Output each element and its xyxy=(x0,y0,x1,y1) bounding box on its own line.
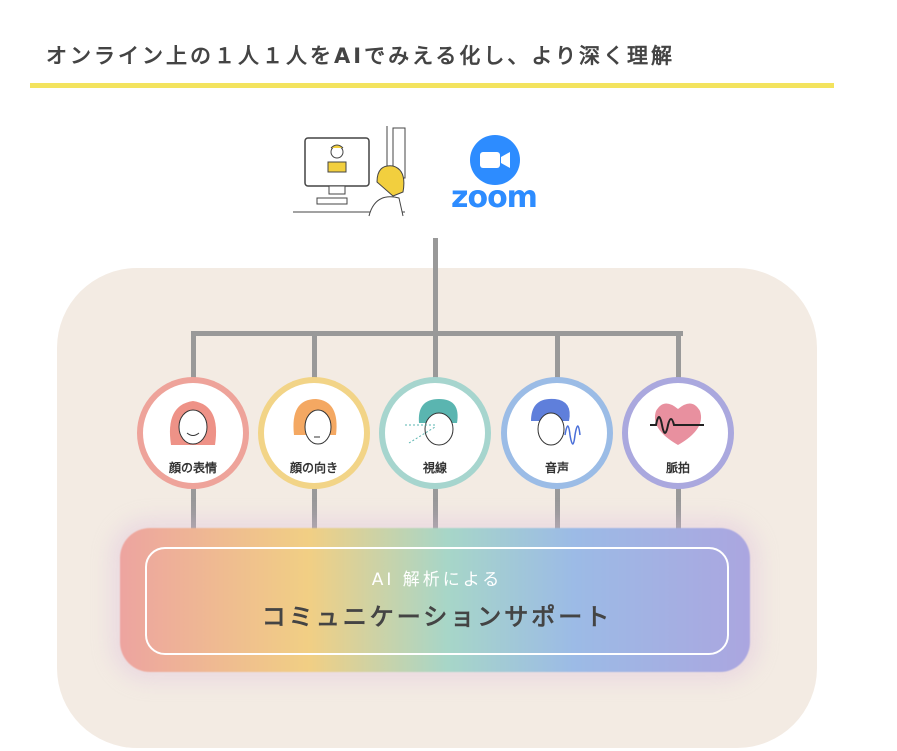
result-subtitle: AI 解析による xyxy=(371,570,503,590)
factor-facial-expression: 顔の表情 xyxy=(137,377,249,489)
smiling-face-icon xyxy=(169,401,217,445)
speaking-face-icon xyxy=(531,398,581,446)
face-direction-icon xyxy=(293,399,337,445)
result-banner xyxy=(120,528,750,672)
factor-face-direction: 顔の向き xyxy=(258,377,370,489)
result-title: コミュニケーションサポート xyxy=(261,603,613,631)
factor-label: 顔の向き xyxy=(289,461,338,475)
factor-voice: 音声 xyxy=(501,377,613,489)
zoom-camera-icon xyxy=(470,135,520,189)
heading-underline xyxy=(30,83,834,88)
page-heading: オンライン上の１人１人をAIでみえる化し、より深く理解 xyxy=(46,44,676,68)
factor-gaze: 視線 xyxy=(379,377,491,489)
zoom-logo: zoom xyxy=(451,180,538,215)
factor-pulse: 脈拍 xyxy=(622,377,734,489)
factor-label: 脈拍 xyxy=(665,461,690,475)
online-meeting-illustration xyxy=(293,124,418,223)
gaze-face-icon xyxy=(405,399,458,446)
factor-label: 視線 xyxy=(422,461,447,475)
factor-label: 顔の表情 xyxy=(168,461,217,475)
heartbeat-icon xyxy=(650,403,704,445)
result-frame: AI 解析による コミュニケーションサポート xyxy=(145,547,729,655)
factor-label: 音声 xyxy=(544,461,569,475)
tree-trunk xyxy=(433,238,438,335)
